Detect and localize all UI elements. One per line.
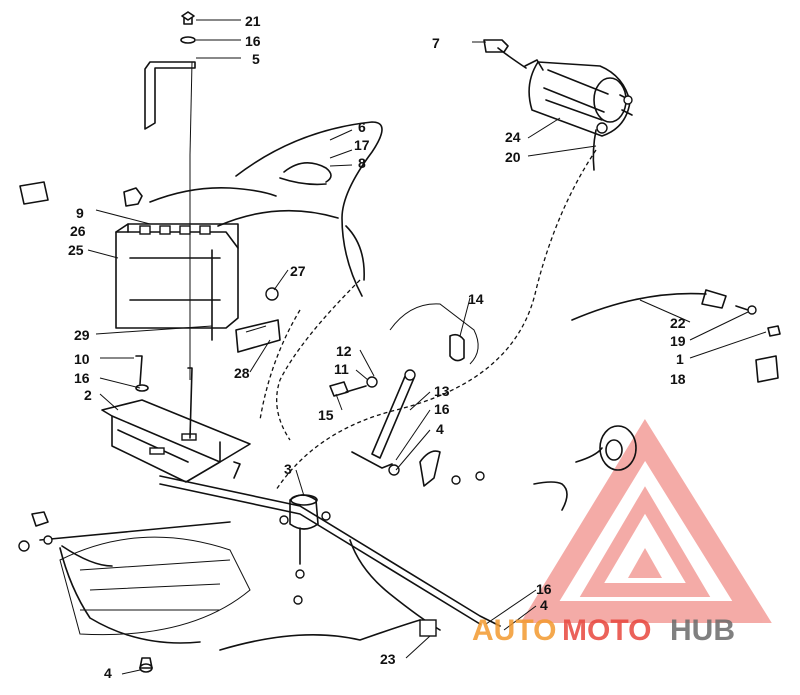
watermark-part-auto: AUTO [472,614,556,647]
starter-solenoid [279,494,331,605]
callout-27: 27 [290,263,306,279]
watermark-logo-icon [520,419,772,623]
callout-4-bottom: 4 [540,597,548,613]
callout-11: 11 [334,361,349,377]
callout-17: 17 [354,137,370,153]
watermark-part-hub: HUB [670,614,735,647]
callout-13: 13 [434,383,450,399]
battery [19,181,339,353]
callout-14: 14 [468,291,484,307]
callout-12: 12 [336,343,352,359]
callout-4-engine: 4 [104,665,112,681]
mounting-bracket [329,303,479,487]
wiring-harness [259,149,597,491]
callout-29: 29 [74,327,90,343]
callout-8: 8 [358,155,366,171]
callout-6: 6 [358,119,366,135]
ground-cable [571,289,781,383]
callout-18: 18 [670,371,686,387]
starter-motor [483,39,633,171]
watermark-part-moto: MOTO [562,614,651,647]
callout-4-link: 4 [436,421,444,437]
callout-7: 7 [432,35,440,51]
callout-10: 10 [74,351,90,367]
callout-16-link: 16 [434,401,450,417]
callout-15: 15 [318,407,334,423]
cable-clamp [235,121,383,297]
callout-25: 25 [68,242,84,258]
callout-5: 5 [252,51,260,67]
battery-tray [101,355,251,483]
callout-20: 20 [505,149,521,165]
callout-26: 26 [70,223,86,239]
callout-labels: 21 16 5 7 6 17 8 24 20 9 26 25 27 29 28 … [68,13,686,681]
battery-hold-down-bracket [144,11,196,380]
horn [451,425,637,511]
callout-24: 24 [505,129,521,145]
callout-3: 3 [284,461,292,477]
callout-16-bottom: 16 [536,581,552,597]
callout-2: 2 [84,387,92,403]
callout-19: 19 [670,333,686,349]
callout-28: 28 [234,365,250,381]
callout-16-tray: 16 [74,370,90,386]
engine-area [18,511,441,673]
callout-21: 21 [245,13,261,29]
callout-1: 1 [676,351,684,367]
frame-rail [39,461,501,627]
watermark-text: AUTO MOTO HUB [472,614,735,647]
callout-22: 22 [670,315,686,331]
leader-lines [87,19,767,675]
callout-23: 23 [380,651,396,667]
callout-9: 9 [76,205,84,221]
callout-16: 16 [245,33,261,49]
